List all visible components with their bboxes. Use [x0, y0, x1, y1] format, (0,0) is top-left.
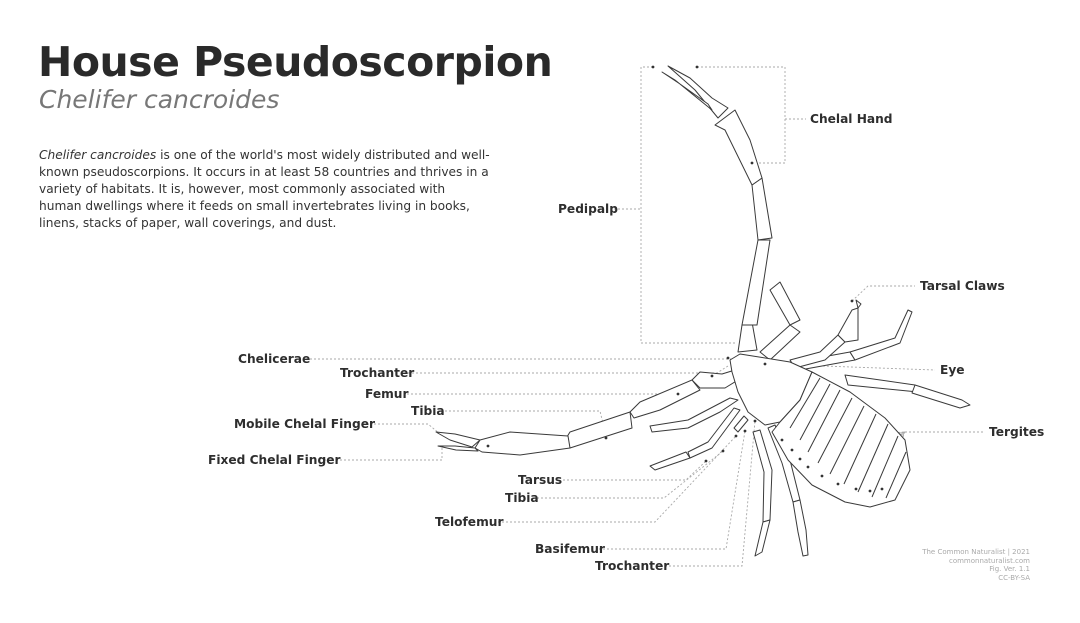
- label-femur: Femur: [365, 387, 408, 401]
- label-basifemur: Basifemur: [535, 542, 605, 556]
- credits: The Common Naturalist | 2021 commonnatur…: [922, 548, 1030, 582]
- legs-left: [649, 397, 749, 471]
- credits-line: Fig. Ver. 1.1: [989, 565, 1030, 574]
- pedipalp-left: [435, 369, 739, 456]
- credits-line: CC-BY-SA: [998, 573, 1030, 582]
- page-subtitle: Chelifer cancroides: [39, 85, 280, 114]
- label-fixed-chelal-finger: Fixed Chelal Finger: [208, 453, 341, 467]
- label-trochanter-lower: Trochanter: [595, 559, 669, 573]
- label-tarsal-claws: Tarsal Claws: [920, 279, 1005, 293]
- description: Chelifer cancroides is one of the world'…: [39, 147, 491, 232]
- label-chelicerae: Chelicerae: [238, 352, 310, 366]
- label-tarsus: Tarsus: [518, 473, 562, 487]
- credits-line: commonnaturalist.com: [948, 556, 1030, 565]
- abdomen: [771, 371, 911, 508]
- label-eye: Eye: [940, 363, 965, 377]
- credits-line: The Common Naturalist | 2021: [922, 548, 1030, 556]
- page-title: House Pseudoscorpion: [38, 38, 553, 86]
- pedipalp-right: [661, 65, 801, 361]
- label-pedipalp: Pedipalp: [558, 202, 618, 216]
- description-species: Chelifer cancroides: [39, 148, 157, 162]
- description-text: is one of the world's most widely distri…: [39, 148, 490, 230]
- label-tergites: Tergites: [989, 425, 1044, 439]
- label-mobile-chelal-finger: Mobile Chelal Finger: [234, 417, 375, 431]
- label-tibia-lower: Tibia: [505, 491, 539, 505]
- tergite-divisions: [789, 377, 907, 499]
- label-chelal-hand: Chelal Hand: [810, 112, 893, 126]
- label-tibia-upper: Tibia: [411, 404, 445, 418]
- label-telofemur: Telofemur: [435, 515, 503, 529]
- structure-dots: [486, 65, 884, 493]
- label-trochanter-upper: Trochanter: [340, 366, 414, 380]
- pseudoscorpion-illustration: [435, 65, 971, 557]
- anatomy-labels: Chelal Hand Pedipalp Tarsal Claws Eye Te…: [208, 112, 1044, 573]
